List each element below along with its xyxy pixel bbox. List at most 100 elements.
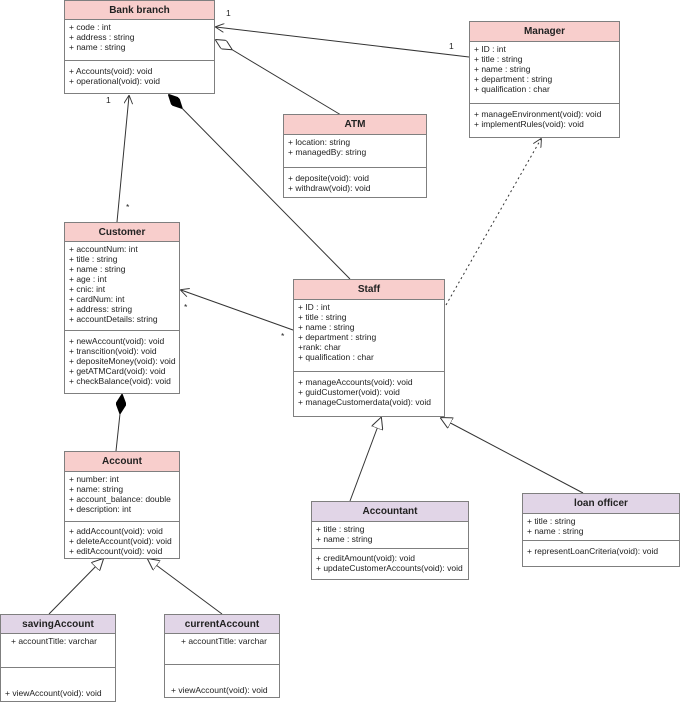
method: + deleteAccount(void): void	[69, 536, 172, 546]
attribute: + title : string	[298, 312, 347, 322]
multiplicity-label: 1	[449, 41, 454, 51]
attribute: + cnic: int	[69, 284, 106, 294]
class-saving-account[interactable]: savingAccount + accountTitle: varchar + …	[0, 614, 116, 702]
attribute: + name : string	[474, 64, 531, 74]
attribute: + name : string	[527, 526, 584, 536]
attribute: + name: string	[69, 484, 124, 494]
multiplicity-label: 1	[226, 8, 231, 18]
atm-bank-aggregation	[216, 40, 342, 116]
method: + addAccount(void): void	[69, 526, 163, 536]
attribute: + address : string	[69, 32, 135, 42]
accountant-staff-generalization	[349, 418, 381, 502]
method: + guidCustomer(void): void	[298, 387, 400, 397]
class-title: Manager	[470, 22, 619, 42]
attribute: + qualification : char	[474, 84, 550, 94]
method: + representLoanCriteria(void): void	[527, 546, 659, 556]
attribute: +rank: char	[298, 342, 341, 352]
method: + manageEnvironment(void): void	[474, 109, 602, 119]
attribute: + ID : int	[298, 302, 330, 312]
attribute-list: + accountTitle: varchar	[165, 634, 279, 665]
class-manager[interactable]: Manager + ID : int + title : string + na…	[469, 21, 620, 138]
attribute: + title : string	[474, 54, 523, 64]
attribute: + ID : int	[474, 44, 506, 54]
attribute: + name : string	[69, 264, 126, 274]
class-title: loan officer	[523, 494, 679, 514]
method: + deposite(void): void	[288, 173, 370, 183]
manager-bank-association	[216, 27, 470, 58]
method: + checkBalance(void): void	[69, 376, 171, 386]
method-list: + viewAccount(void): void	[1, 668, 115, 700]
attribute: + address: string	[69, 304, 133, 314]
customer-bank-association	[116, 96, 129, 223]
method: + editAccount(void): void	[69, 546, 163, 556]
class-title: currentAccount	[165, 615, 279, 634]
method: + newAccount(void): void	[69, 336, 165, 346]
method: + manageAccounts(void): void	[298, 377, 413, 387]
attribute: + name : string	[298, 322, 355, 332]
attribute-list: + title : string + name : string	[523, 514, 679, 541]
attribute: + description: int	[69, 504, 132, 514]
loanofficer-staff-generalization	[441, 418, 584, 494]
attribute: + code : int	[69, 22, 111, 32]
attribute-list: + title : string + name : string	[312, 522, 468, 549]
attribute-list: + code : int + address : string + name :…	[65, 20, 214, 61]
attribute: + title : string	[69, 254, 118, 264]
method: + withdraw(void): void	[288, 183, 371, 193]
class-title: savingAccount	[1, 615, 115, 634]
staff-manager-dependency	[445, 139, 541, 306]
attribute: + accountDetails: string	[69, 314, 158, 324]
method-list: + newAccount(void): void + transcition(v…	[65, 331, 179, 388]
class-atm[interactable]: ATM + location: string + managedBy: stri…	[283, 114, 427, 198]
class-title: Staff	[294, 280, 444, 300]
class-title: ATM	[284, 115, 426, 135]
method: + manageCustomerdata(void): void	[298, 397, 431, 407]
attribute: + name : string	[316, 534, 373, 544]
class-loan-officer[interactable]: loan officer + title : string + name : s…	[522, 493, 680, 567]
account-customer-composition	[115, 395, 122, 452]
attribute: + accountTitle: varchar	[181, 636, 267, 646]
attribute: + title : string	[316, 524, 365, 534]
class-current-account[interactable]: currentAccount + accountTitle: varchar +…	[164, 614, 280, 698]
staff-bank-composition	[169, 95, 351, 280]
method-list: + representLoanCriteria(void): void	[523, 541, 679, 558]
attribute: + age : int	[69, 274, 107, 284]
attribute-list: + number: int + name: string + account_b…	[65, 472, 179, 522]
class-accountant[interactable]: Accountant + title : string + name : str…	[311, 501, 469, 580]
attribute-list: + ID : int + title : string + name : str…	[470, 42, 619, 104]
staff-customer-association	[181, 290, 294, 331]
method: + transcition(void): void	[69, 346, 157, 356]
attribute: + accountTitle: varchar	[11, 636, 97, 646]
current-account-generalization	[148, 559, 223, 615]
class-title: Customer	[65, 223, 179, 242]
method: + operational(void): void	[69, 76, 160, 86]
method-list: + creditAmount(void): void + updateCusto…	[312, 549, 468, 575]
method-list: + manageEnvironment(void): void + implem…	[470, 104, 619, 131]
attribute-list: + accountNum: int + title : string + nam…	[65, 242, 179, 331]
class-title: Account	[65, 452, 179, 472]
attribute: + cardNum: int	[69, 294, 125, 304]
class-staff[interactable]: Staff + ID : int + title : string + name…	[293, 279, 445, 417]
method-list: + deposite(void): void + withdraw(void):…	[284, 168, 426, 195]
class-account[interactable]: Account + number: int + name: string + a…	[64, 451, 180, 559]
method-list: + viewAccount(void): void	[165, 665, 279, 697]
method: + viewAccount(void): void	[5, 688, 102, 698]
saving-account-generalization	[48, 559, 103, 615]
class-customer[interactable]: Customer + accountNum: int + title : str…	[64, 222, 180, 394]
attribute: + title : string	[527, 516, 576, 526]
method-list: + addAccount(void): void + deleteAccount…	[65, 522, 179, 558]
method: + updateCustomerAccounts(void): void	[316, 563, 463, 573]
method-list: + Accounts(void): void + operational(voi…	[65, 61, 214, 88]
class-bank-branch[interactable]: Bank branch + code : int + address : str…	[64, 0, 215, 94]
method: + viewAccount(void): void	[171, 685, 268, 695]
method: + getATMCard(void): void	[69, 366, 166, 376]
attribute: + number: int	[69, 474, 119, 484]
method-list: + manageAccounts(void): void + guidCusto…	[294, 372, 444, 409]
attribute: + department : string	[474, 74, 553, 84]
attribute: + location: string	[288, 137, 351, 147]
attribute-list: + accountTitle: varchar	[1, 634, 115, 668]
multiplicity-label: *	[184, 302, 188, 312]
multiplicity-label: *	[281, 331, 285, 341]
attribute: + account_balance: double	[69, 494, 171, 504]
multiplicity-label: 1	[106, 95, 111, 105]
